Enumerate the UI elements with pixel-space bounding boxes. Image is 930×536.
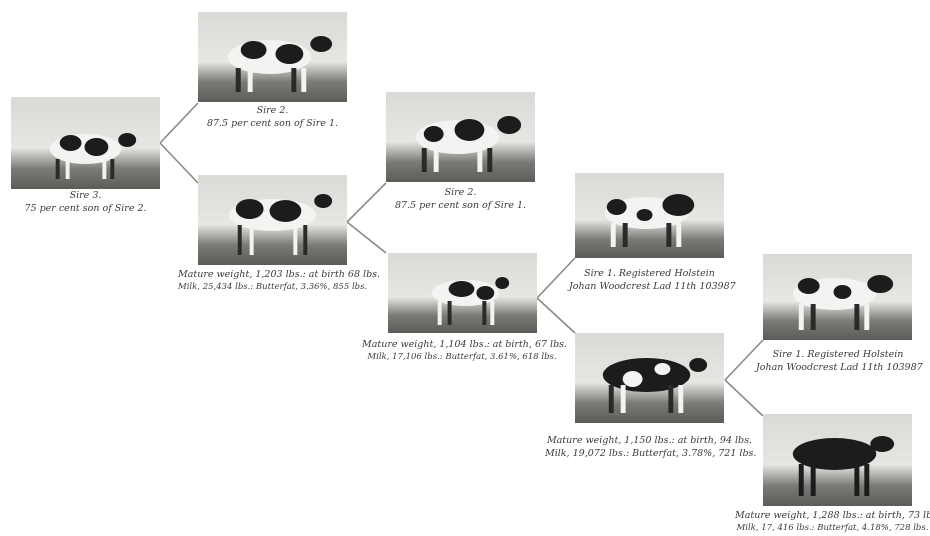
sire1-mid-caption: Sire 1. Registered Holstein Johan Woodcr… [569,267,730,293]
connector-line [537,298,575,333]
connector-line [725,380,763,416]
caption-line-1: Sire 1. Registered Holstein [569,267,730,280]
caption-line-2: Milk, 19,072 lbs.: Butterfat, 3.78%, 721… [545,447,754,460]
caption-line-2: Johan Woodcrest Lad 11th 103987 [756,361,920,374]
sire2-mid-caption: Sire 2. 87.5 per cent son of Sire 1. [386,186,535,212]
connector-line [347,222,386,253]
sire2-mid-photo [386,92,535,182]
dam-a-caption: Mature weight, 1,203 lbs.: at birth 68 l… [178,268,367,294]
dam-a-photo [198,175,347,265]
caption-line-2: Milk, 25,434 lbs.: Butterfat, 3.36%, 855… [178,281,367,294]
dam-c-photo [575,333,724,423]
connector-line [160,103,198,143]
caption-line-2: 87.5 per cent son of Sire 1. [198,117,347,130]
sire3-caption: Sire 3. 75 per cent son of Sire 2. [11,189,160,215]
sire3-photo [11,97,160,189]
caption-line-2: Milk, 17,106 lbs.: Butterfat, 3.61%, 618… [362,351,562,364]
caption-line-1: Mature weight, 1,104 lbs.: at birth, 67 … [362,338,562,351]
caption-line-1: Sire 2. [198,104,347,117]
dam-d-caption: Mature weight, 1,288 lbs.: at birth, 73 … [735,509,930,535]
sire1-mid-photo [575,173,724,258]
sire2-top-caption: Sire 2. 87.5 per cent son of Sire 1. [198,104,347,130]
caption-line-1: Sire 3. [11,189,160,202]
sire2-top-photo [198,12,347,102]
caption-line-1: Mature weight, 1,288 lbs.: at birth, 73 … [735,509,930,522]
caption-line-1: Mature weight, 1,150 lbs.: at birth, 94 … [545,434,754,447]
dam-c-caption: Mature weight, 1,150 lbs.: at birth, 94 … [545,434,754,460]
caption-line-2: Johan Woodcrest Lad 11th 103987 [569,280,730,293]
sire1-right-photo [763,254,912,340]
sire1-right-caption: Sire 1. Registered Holstein Johan Woodcr… [756,348,920,374]
dam-b-photo [388,253,537,333]
dam-b-caption: Mature weight, 1,104 lbs.: at birth, 67 … [362,338,562,364]
caption-line-1: Sire 2. [386,186,535,199]
caption-line-2: 75 per cent son of Sire 2. [11,202,160,215]
connector-line [160,143,198,183]
caption-line-2: 87.5 per cent son of Sire 1. [386,199,535,212]
caption-line-1: Sire 1. Registered Holstein [756,348,920,361]
caption-line-2: Milk, 17, 416 lbs.: Butterfat, 4.18%, 72… [735,522,930,535]
caption-line-1: Mature weight, 1,203 lbs.: at birth 68 l… [178,268,367,281]
connector-line [347,183,386,222]
dam-d-photo [763,414,912,506]
